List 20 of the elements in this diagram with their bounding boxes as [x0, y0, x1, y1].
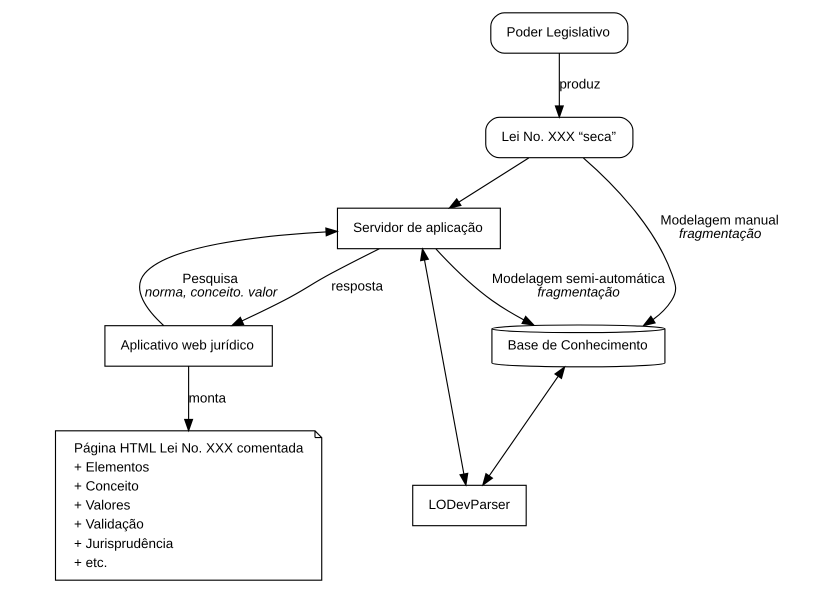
arrow	[481, 366, 566, 487]
arrow	[554, 53, 564, 119]
edge-label: Modelagem manual fragmentação	[660, 212, 778, 242]
arrow	[183, 366, 193, 432]
edge-label: Modelagem semi-automática fragmentação	[491, 271, 664, 300]
edge-label: produz	[558, 76, 600, 92]
arrow	[582, 158, 676, 326]
node-box: LODevParser	[412, 484, 526, 526]
arrow	[419, 247, 468, 487]
node-box: Servidor de aplicação	[336, 208, 500, 250]
node-box: Aplicativo web jurídico	[104, 325, 272, 367]
node-box: Lei No. XXX “seca”	[484, 116, 633, 158]
arrow	[447, 157, 529, 210]
arrow	[230, 248, 380, 326]
arrow	[138, 227, 338, 326]
edge-label: resposta	[330, 278, 382, 294]
edge-label: Pesquisa norma, conceito. valor	[144, 271, 277, 300]
arrow	[434, 248, 535, 326]
node-box: Poder Legislativo	[490, 12, 628, 54]
edge-label: monta	[188, 390, 226, 406]
